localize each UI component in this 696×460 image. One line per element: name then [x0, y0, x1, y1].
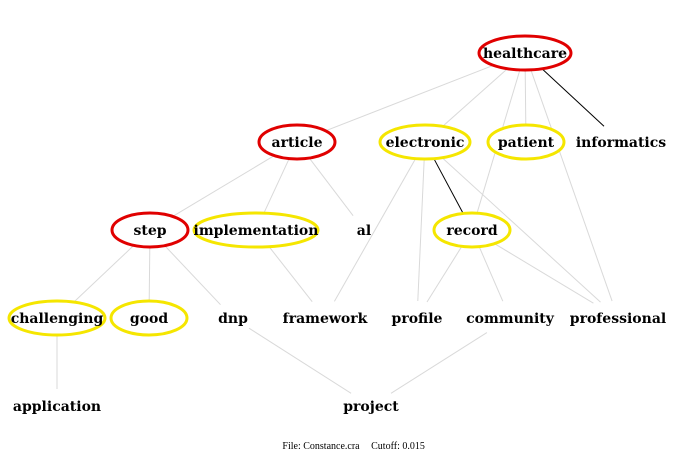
edge-electronic-record — [433, 158, 464, 214]
footer-cutoff-label: Cutoff: 0.015 — [371, 441, 425, 452]
node-label-al: al — [357, 223, 371, 239]
edge-community-project — [390, 332, 488, 394]
edge-healthcare-professional — [530, 69, 613, 302]
edge-healthcare-patient — [524, 69, 527, 126]
label-layer: healthcare article electronic patient inform… — [11, 46, 667, 415]
footer-file-label: File: Constance.cra — [282, 441, 360, 452]
node-ring-electronic — [378, 123, 472, 161]
edge-healthcare-article — [325, 64, 494, 132]
edge-electronic-professional — [441, 157, 601, 303]
edge-electronic-profile — [417, 158, 425, 302]
node-label-healthcare: healthcare — [483, 46, 567, 62]
edge-article-implementation — [263, 158, 290, 214]
edge-healthcare-informatics — [541, 68, 605, 127]
node-label-application: application — [13, 399, 101, 415]
node-label-framework: framework — [283, 311, 368, 327]
node-ring-patient — [486, 123, 566, 161]
node-label-dnp: dnp — [218, 311, 248, 327]
node-label-article: article — [272, 135, 323, 151]
ring-layer — [7, 34, 573, 337]
node-ring-record — [432, 211, 512, 249]
node-label-project: project — [343, 399, 399, 415]
node-ring-challenging — [7, 299, 107, 337]
node-label-electronic: electronic — [386, 135, 465, 151]
edge-record-community — [478, 246, 504, 302]
node-label-professional: professional — [570, 311, 666, 327]
node-label-step: step — [133, 223, 166, 239]
node-label-record: record — [446, 223, 498, 239]
node-ring-good — [109, 299, 189, 337]
node-ring-healthcare — [477, 34, 573, 72]
edge-step-dnp — [164, 245, 221, 306]
edge-record-professional — [494, 243, 594, 304]
node-label-patient: patient — [498, 135, 555, 151]
edge-implementation-framework — [268, 246, 313, 303]
edge-step-challenging — [73, 245, 135, 303]
node-ring-implementation — [192, 211, 320, 249]
edge-article-step — [172, 155, 275, 217]
footer: File: Constance.cra Cutoff: 0.015 — [282, 441, 424, 452]
edge-record-profile — [426, 246, 463, 303]
edge-healthcare-electronic — [442, 68, 508, 127]
edge-dnp-project — [248, 327, 352, 394]
node-label-informatics: informatics — [576, 135, 666, 151]
edge-step-good — [148, 246, 151, 302]
node-label-good: good — [130, 311, 168, 327]
node-ring-step — [110, 211, 190, 249]
edge-layer — [56, 64, 613, 394]
edge-article-al — [308, 157, 354, 217]
node-label-profile: profile — [392, 311, 443, 327]
edge-electronic-framework — [333, 158, 417, 302]
node-label-challenging: challenging — [11, 311, 104, 327]
node-label-implementation: implementation — [194, 223, 319, 239]
node-ring-article — [257, 123, 337, 161]
node-label-community: community — [466, 311, 555, 327]
